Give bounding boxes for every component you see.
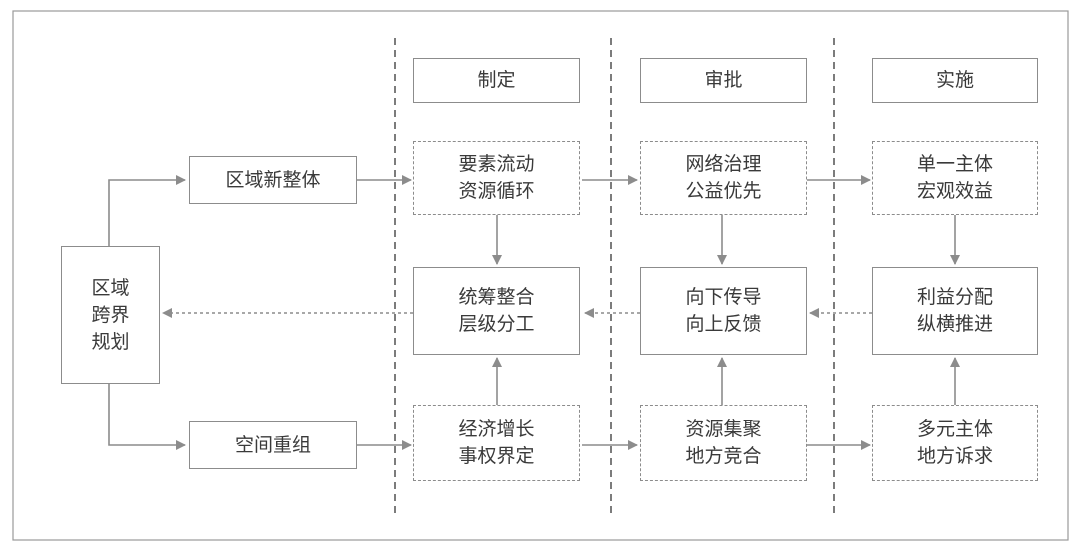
phase-header-shenpi-label: 审批 (704, 69, 743, 91)
outer-frame (12, 10, 1069, 541)
zhiding-top-line-2: 资源循环 (458, 180, 535, 202)
zhiding-bot-box: 经济增长 事权界定 (413, 405, 580, 481)
region-plan-box: 区域 跨界 规划 (61, 246, 160, 384)
shenpi-top-line-2: 公益优先 (685, 180, 762, 202)
shenpi-bot-line-1: 资源集聚 (685, 418, 762, 440)
shenpi-mid-box: 向下传导 向上反馈 (640, 267, 807, 355)
shenpi-top-box: 网络治理 公益优先 (640, 141, 807, 215)
region-plan-line-3: 规划 (91, 330, 130, 353)
zhiding-bot-line-2: 事权界定 (458, 445, 535, 467)
shishi-top-line-2: 宏观效益 (916, 180, 993, 202)
shishi-mid-box: 利益分配 纵横推进 (872, 267, 1038, 355)
region-plan-line-2: 跨界 (91, 303, 130, 326)
restructure-box: 空间重组 (189, 421, 357, 469)
phase-header-zhiding: 制定 (413, 58, 580, 103)
shishi-top-box: 单一主体 宏观效益 (872, 141, 1038, 215)
zhiding-bot-line-1: 经济增长 (458, 418, 535, 440)
shishi-mid-line-2: 纵横推进 (916, 313, 993, 335)
shenpi-bot-box: 资源集聚 地方竞合 (640, 405, 807, 481)
shishi-bot-box: 多元主体 地方诉求 (872, 405, 1038, 481)
arrow-plan-to-restructure (108, 384, 186, 450)
phase-header-shishi-label: 实施 (935, 69, 974, 91)
shenpi-top-line-1: 网络治理 (685, 153, 762, 175)
shenpi-mid-line-2: 向上反馈 (685, 313, 762, 335)
restructure-label: 空间重组 (234, 433, 311, 456)
shishi-top-line-1: 单一主体 (916, 153, 993, 175)
zhiding-top-line-1: 要素流动 (458, 153, 535, 175)
shishi-bot-line-1: 多元主体 (916, 418, 993, 440)
shenpi-bot-line-2: 地方竞合 (685, 445, 762, 467)
new-whole-box: 区域新整体 (189, 156, 357, 204)
zhiding-mid-box: 统筹整合 层级分工 (413, 267, 580, 355)
new-whole-label: 区域新整体 (225, 168, 321, 191)
zhiding-mid-line-2: 层级分工 (458, 313, 535, 335)
shishi-bot-line-2: 地方诉求 (916, 445, 993, 467)
phase-header-shenpi: 审批 (640, 58, 807, 103)
region-plan-line-1: 区域 (91, 276, 130, 299)
zhiding-top-box: 要素流动 资源循环 (413, 141, 580, 215)
shishi-mid-line-1: 利益分配 (916, 286, 993, 308)
phase-header-zhiding-label: 制定 (477, 69, 516, 91)
arrow-plan-to-new-whole (108, 175, 186, 246)
phase-header-shishi: 实施 (872, 58, 1038, 103)
zhiding-mid-line-1: 统筹整合 (458, 286, 535, 308)
shenpi-mid-line-1: 向下传导 (685, 286, 762, 308)
